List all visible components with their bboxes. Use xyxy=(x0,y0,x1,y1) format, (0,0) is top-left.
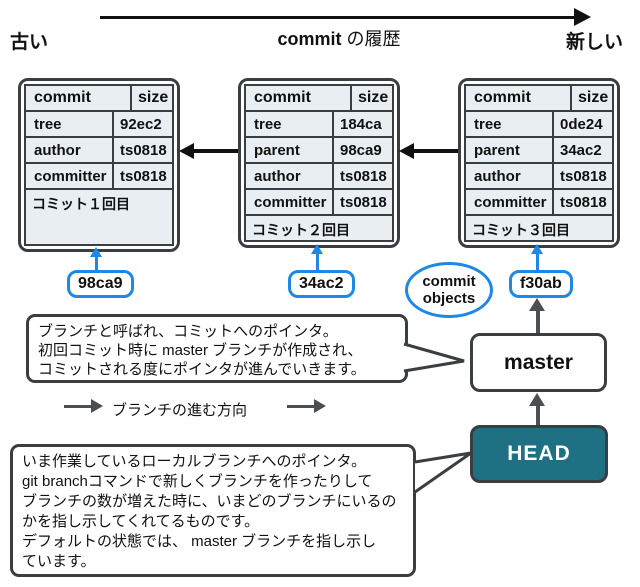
table-cell-value: 34ac2 xyxy=(560,141,602,159)
table-comment: コミット３回目 xyxy=(464,214,614,242)
table-cell-key: committer xyxy=(26,164,114,188)
commit-table-3: commit size tree 0de24 parent 34ac2 auth… xyxy=(458,78,620,248)
table-row: parent 98ca9 xyxy=(244,136,394,164)
table-cell-value: ts0818 xyxy=(340,167,387,185)
table-cell-value: ts0818 xyxy=(340,193,387,211)
timeline-title-en: commit xyxy=(277,29,342,49)
commit-objects-label: commit objects xyxy=(422,273,476,307)
commit-table-2: commit size tree 184ca parent 98ca9 auth… xyxy=(238,78,400,248)
head-note-bubble: いま作業しているローカルブランチへのポインタ。 git branchコマンドで新… xyxy=(10,444,416,577)
direction-arrow-line xyxy=(287,405,314,408)
table-header-cell: commit xyxy=(26,86,132,110)
table-cell-key: committer xyxy=(466,190,554,214)
head-note-bubble-tail xyxy=(414,451,472,494)
commit-objects-ellipse: commit objects xyxy=(405,262,493,318)
branch-note-bubble-tail xyxy=(403,342,465,373)
head-note-line: かを指し示してくれてるものです。 xyxy=(22,513,260,530)
table-cell-value: 184ca xyxy=(340,115,382,133)
parent-link-arrowhead-icon xyxy=(399,143,414,159)
table-row: tree 184ca xyxy=(244,110,394,138)
table-cell-key: author xyxy=(246,164,334,188)
branch-note-bubble: ブランチと呼ばれ、コミットへのポインタ。 初回コミット時に master ブラン… xyxy=(26,314,408,383)
table-row: author ts0818 xyxy=(464,162,614,190)
table-cell-value: 92ec2 xyxy=(120,115,162,133)
table-cell-value: ts0818 xyxy=(560,167,607,185)
hash-pointer-arrow-line xyxy=(536,252,539,270)
table-cell-key: tree xyxy=(466,112,554,136)
table-cell-key: parent xyxy=(246,138,334,162)
table-cell-key: author xyxy=(466,164,554,188)
timeline-arrowhead-icon xyxy=(574,8,591,26)
table-cell-value: 0de24 xyxy=(560,115,603,133)
parent-link-arrow-line xyxy=(193,149,238,153)
table-row: committer ts0818 xyxy=(464,188,614,216)
hash-pointer-arrow-line xyxy=(95,255,98,270)
table-header-cell: size xyxy=(578,89,609,106)
hash-chip-98ca9: 98ca9 xyxy=(67,270,134,298)
table-row: committer ts0818 xyxy=(244,188,394,216)
head-note-line: デフォルトの状態では、 master ブランチを指し示し xyxy=(22,533,377,550)
table-cell-key: committer xyxy=(246,190,334,214)
table-header-cell: size xyxy=(138,89,169,106)
direction-arrowhead-icon xyxy=(314,399,326,413)
timeline-arrow-line xyxy=(100,16,574,19)
hash-pointer-arrow-line xyxy=(316,252,319,270)
table-cell-key: tree xyxy=(246,112,334,136)
table-row: tree 0de24 xyxy=(464,110,614,138)
branch-note-line: コミットされる度にポインタが進んでいきます。 xyxy=(38,361,366,378)
table-cell-value: ts0818 xyxy=(120,141,167,159)
head-note-line: git branchコマンドで新しくブランチを作ったりして xyxy=(22,473,373,490)
direction-arrowhead-icon xyxy=(91,399,103,413)
table-comment: コミット２回目 xyxy=(244,214,394,242)
parent-link-arrowhead-icon xyxy=(179,143,194,159)
hash-chip-34ac2: 34ac2 xyxy=(288,270,355,298)
hash-pointer-arrowhead-icon xyxy=(90,247,102,257)
table-cell-value: ts0818 xyxy=(120,167,167,185)
head-pointer-arrow-line xyxy=(536,404,540,425)
timeline-old-label: 古い xyxy=(10,32,49,53)
table-cell-value: 98ca9 xyxy=(340,141,382,159)
table-row: commit size xyxy=(464,84,614,112)
master-pointer-arrowhead-icon xyxy=(529,298,545,311)
table-row: tree 92ec2 xyxy=(24,110,174,138)
table-row: author ts0818 xyxy=(244,162,394,190)
parent-link-arrow-line xyxy=(413,149,458,153)
table-header-cell: commit xyxy=(246,86,352,110)
head-note-line: ブランチの数が増えた時に、いまどのブランチにいるの xyxy=(22,493,397,510)
table-header-cell: size xyxy=(358,89,389,106)
direction-arrow-line xyxy=(64,405,91,408)
head-note-line: ています。 xyxy=(22,553,96,570)
commit-table-1: commit size tree 92ec2 author ts0818 com… xyxy=(18,78,180,252)
table-cell-value: ts0818 xyxy=(560,193,607,211)
branch-note-line: ブランチと呼ばれ、コミットへのポインタ。 xyxy=(38,323,338,340)
branch-direction-label: ブランチの進む方向 xyxy=(112,402,248,419)
timeline-title: commit の履歴 xyxy=(100,25,578,51)
table-header-cell: commit xyxy=(466,86,572,110)
head-box: HEAD xyxy=(470,425,608,483)
table-row: commit size xyxy=(244,84,394,112)
table-row: commit size xyxy=(24,84,174,112)
hash-chip-f30ab: f30ab xyxy=(509,270,573,298)
head-note-line: いま作業しているローカルブランチへのポインタ。 xyxy=(22,453,367,470)
table-cell-key: author xyxy=(26,138,114,162)
master-branch-box: master xyxy=(470,333,607,392)
branch-note-line: 初回コミット時に master ブランチが作成され、 xyxy=(38,342,363,359)
head-pointer-arrowhead-icon xyxy=(529,393,545,406)
table-comment: コミット１回目 xyxy=(24,188,174,246)
table-row: parent 34ac2 xyxy=(464,136,614,164)
table-cell-key: tree xyxy=(26,112,114,136)
table-row: committer ts0818 xyxy=(24,162,174,190)
hash-pointer-arrowhead-icon xyxy=(311,244,323,254)
timeline-title-ja: の履歴 xyxy=(341,29,401,49)
timeline-new-label: 新しい xyxy=(566,32,624,53)
master-pointer-arrow-line xyxy=(536,309,540,333)
table-row: author ts0818 xyxy=(24,136,174,164)
table-cell-key: parent xyxy=(466,138,554,162)
hash-pointer-arrowhead-icon xyxy=(531,244,543,254)
